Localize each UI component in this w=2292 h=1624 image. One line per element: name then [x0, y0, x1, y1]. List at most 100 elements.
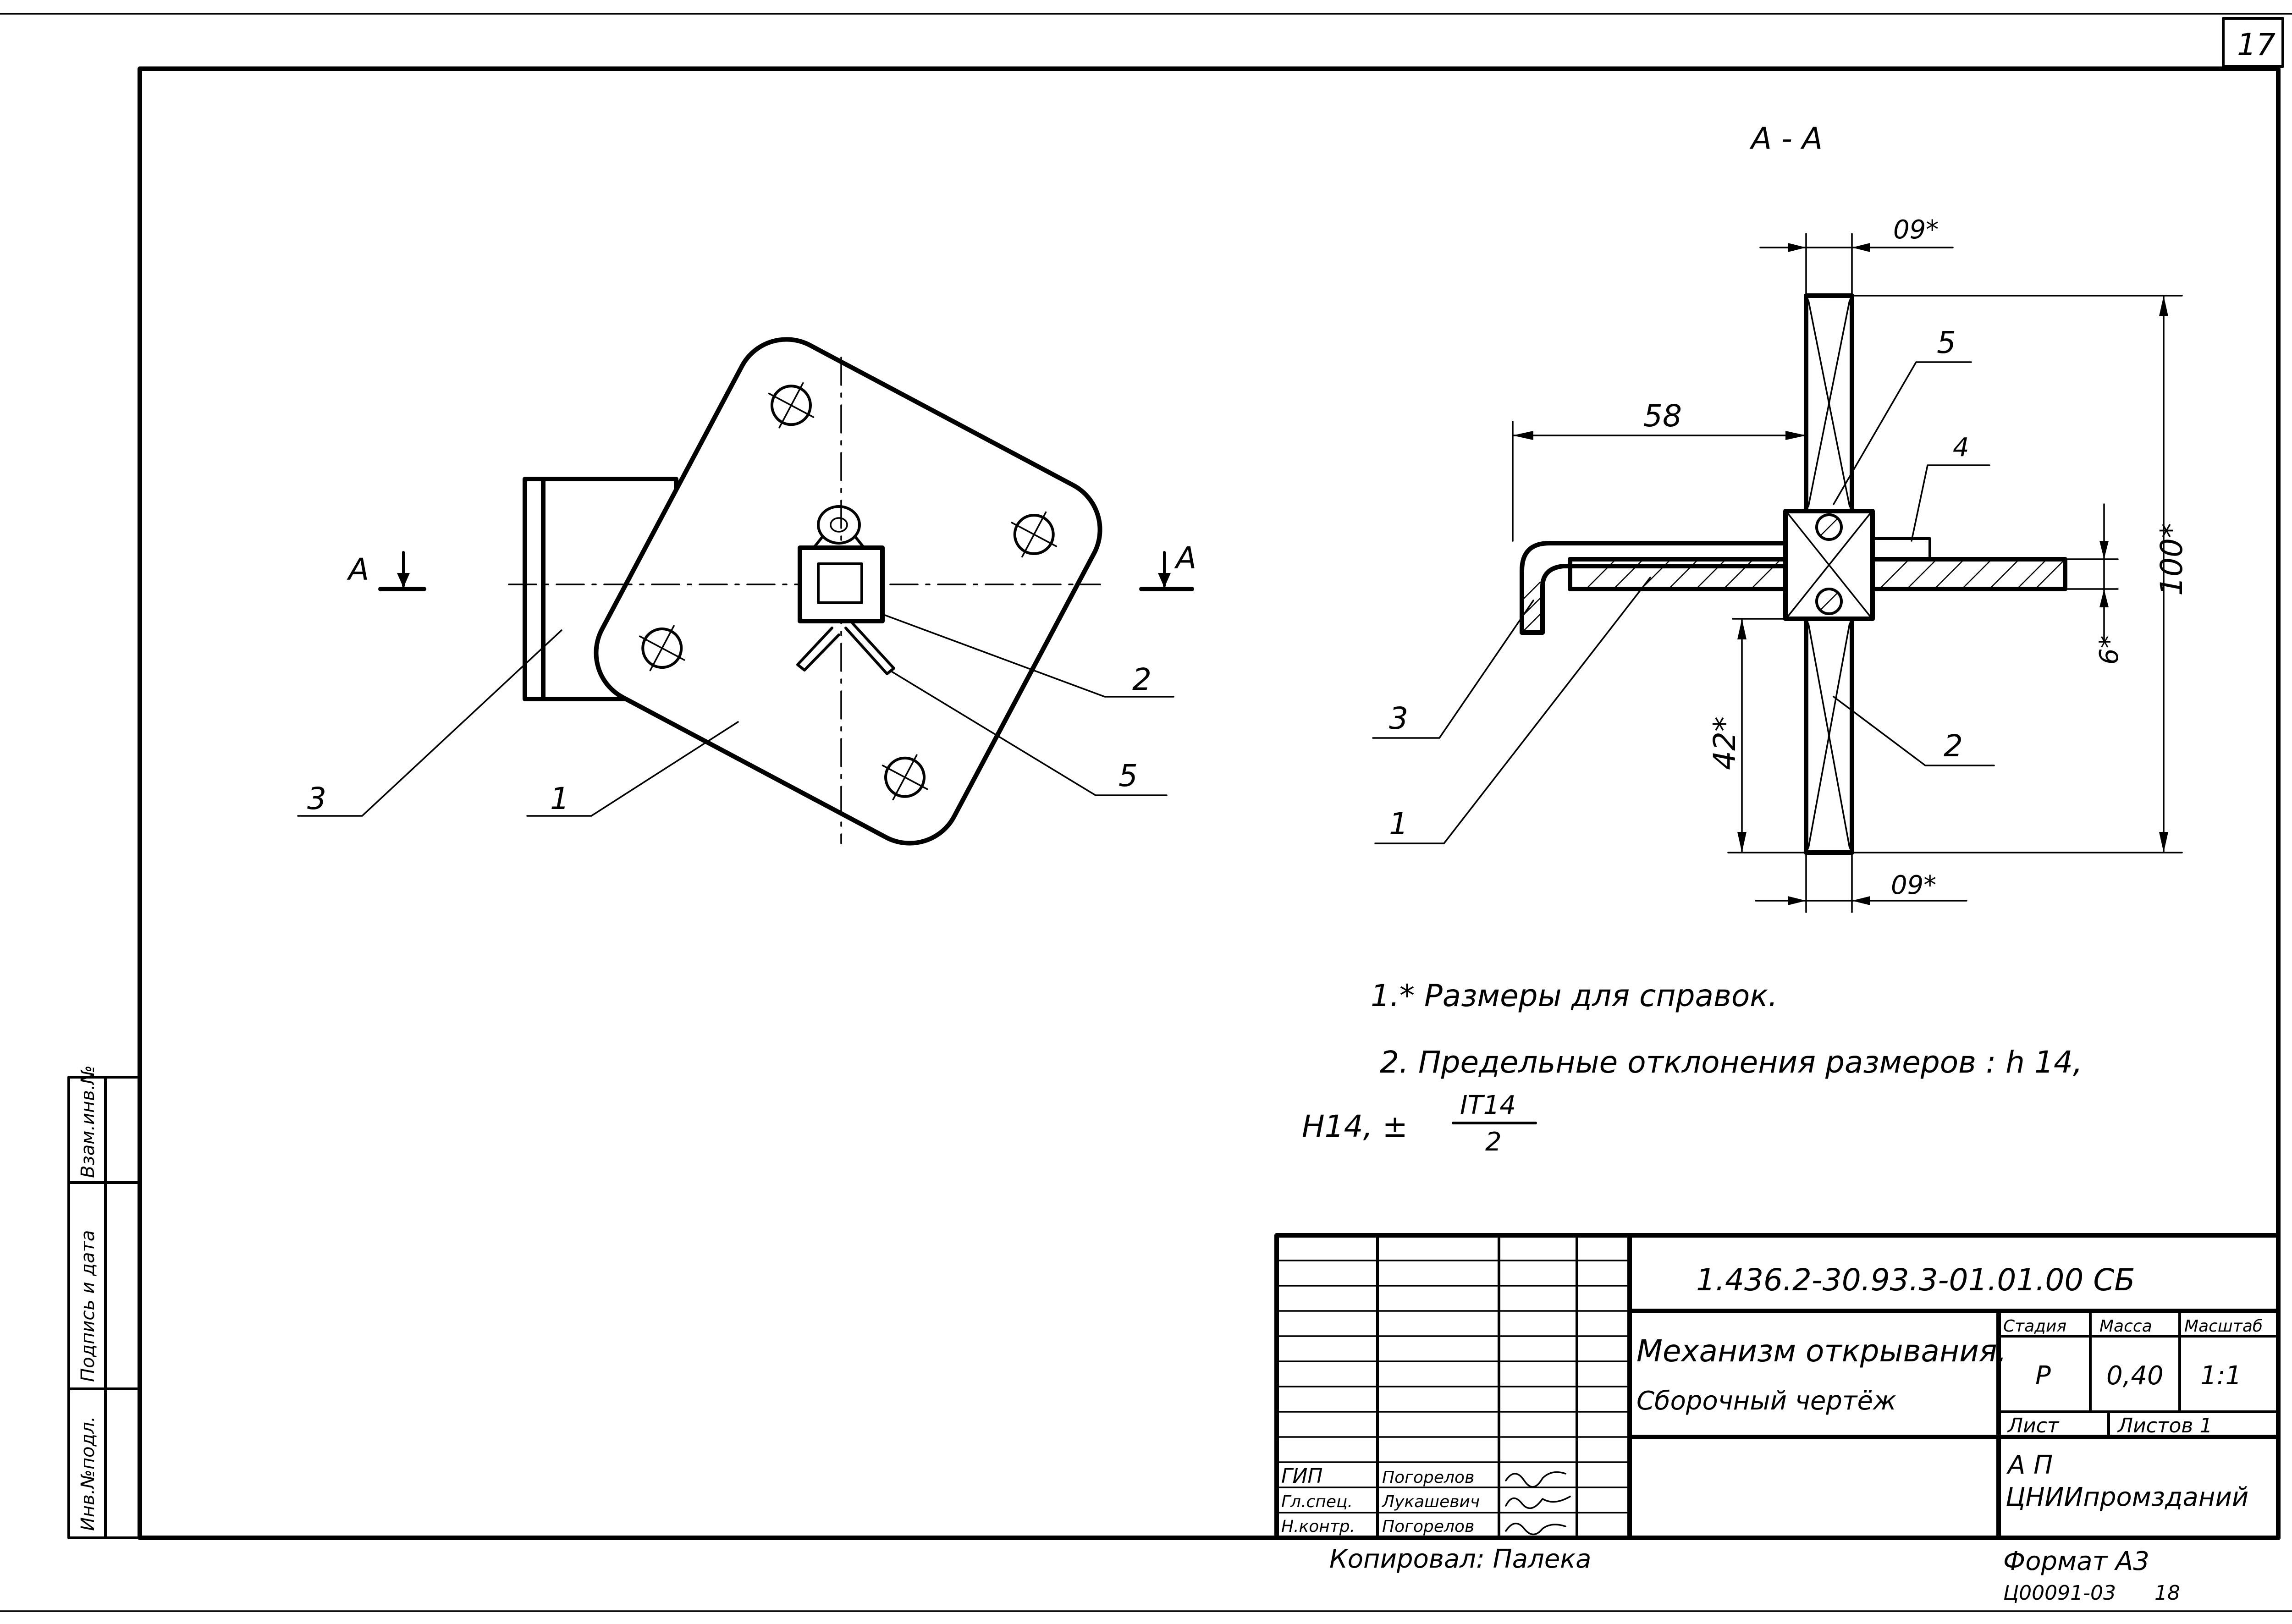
inventory-number: Ц00091-03	[2003, 1581, 2116, 1605]
tb-document-code: 1.436.2-30.93.3-01.01.00 СБ	[1696, 1262, 2135, 1298]
hole-axis-v	[1021, 511, 1047, 558]
tb-scale-header: Масштаб	[2184, 1317, 2263, 1336]
dim-arrow	[1852, 896, 1870, 905]
hatch-line	[2034, 561, 2064, 590]
notes: 1.* Размеры для справок. 2. Предельные о…	[1302, 978, 2083, 1157]
section-mark-left-label: А	[347, 552, 369, 587]
section-callout-3: 3	[1389, 701, 1408, 736]
dim-arrow	[1788, 896, 1806, 905]
plan-hole-right	[1011, 511, 1058, 558]
sheet-number-box	[2222, 17, 2284, 68]
bracket-top-edge	[1520, 541, 1806, 635]
plan-hole-bottom	[882, 754, 928, 801]
hole-axis-v	[778, 382, 804, 429]
note-1: 1.* Размеры для справок.	[1371, 978, 1778, 1013]
dim-bottom-width: 09*	[1891, 870, 1936, 900]
hatch-line	[1585, 558, 1617, 590]
bracket-hatch	[1523, 613, 1541, 631]
note-fraction-denominator: 2	[1485, 1127, 1502, 1157]
hatch-line	[1695, 558, 1727, 590]
leader-plan-2	[882, 613, 1174, 698]
dim-arrow	[2159, 296, 2168, 316]
note-fraction-numerator: IT14	[1460, 1090, 1516, 1120]
hatch-line	[1668, 558, 1699, 590]
leader-section-5	[1833, 361, 1972, 505]
hatch-line	[1750, 558, 1782, 590]
dim-offset: 58	[1643, 398, 1682, 434]
copied-by: Копировал: Палека	[1329, 1544, 1591, 1574]
plan-callout-1: 1	[550, 781, 569, 816]
plan-view: А А 3 1 2 5	[297, 337, 1196, 846]
section-callout-1: 1	[1389, 806, 1408, 842]
dim-arrow	[1513, 431, 1533, 440]
plan-pin-leg-right	[844, 622, 895, 675]
tb-sheets-label: Листов 1	[2117, 1414, 2212, 1437]
section-view: А - А	[1372, 121, 2189, 913]
tb-signature-3	[1505, 1523, 1566, 1536]
section-mark-right-label: А	[1174, 540, 1196, 576]
section-title: А - А	[1749, 121, 1823, 156]
drawing-frame	[138, 66, 2281, 1540]
dim-top-width: 09*	[1893, 215, 1939, 245]
plan-square-part2	[798, 545, 885, 623]
leader-plan-1	[526, 721, 739, 817]
tb-scale-value: 1:1	[2200, 1361, 2242, 1391]
tb-stage-header: Стадия	[2003, 1317, 2066, 1336]
dim-thickness: 6*	[2094, 635, 2124, 665]
bracket-hatch	[1523, 581, 1541, 599]
tb-name-2: Лукашевич	[1381, 1492, 1480, 1511]
hole-axis-v	[892, 754, 918, 801]
block-cross-2	[1787, 512, 1871, 617]
bar-upper-cross-2	[1807, 299, 1851, 507]
tb-signature-1	[1505, 1471, 1566, 1488]
dim-arrow	[1788, 243, 1806, 252]
leader-section-1	[1374, 577, 1651, 844]
hatch-line	[2016, 558, 2048, 590]
marker-arrow-head	[397, 573, 410, 588]
tb-mass-header: Масса	[2099, 1317, 2152, 1336]
dim-arrow	[1852, 243, 1870, 252]
note-2: 2. Предельные отклонения размеров : h 14…	[1380, 1045, 2083, 1080]
hatch-line	[1879, 558, 1910, 590]
page-index: 18	[2154, 1581, 2180, 1605]
leader-plan-5	[891, 671, 1168, 796]
tb-role-3: Н.контр.	[1281, 1517, 1355, 1536]
leader-section-2	[1833, 696, 1995, 766]
leader-plan-3	[297, 629, 562, 817]
bar-lower-cross-2	[1807, 622, 1851, 849]
tb-title-line-1: Механизм открывания.	[1636, 1333, 2007, 1369]
tb-org-line-1: А П	[2006, 1450, 2053, 1480]
plan-square-inner	[817, 562, 863, 604]
hole-axis-v	[649, 625, 675, 672]
plan-eye-leg-left	[812, 535, 824, 549]
plan-eye-ring-part5	[817, 505, 861, 545]
section-callout-4: 4	[1953, 433, 1969, 462]
hatch-line	[1613, 558, 1644, 590]
format-label: Формат А3	[2003, 1547, 2149, 1576]
section-callout-5: 5	[1937, 325, 1956, 360]
side-stamp-signature-date: Подпись и дата	[77, 1230, 99, 1382]
tb-mass-value: 0,40	[2106, 1361, 2164, 1391]
hole-bottom-hatch	[1820, 592, 1838, 611]
tb-name-1: Погорелов	[1382, 1468, 1474, 1487]
bracket-bottom-edge	[1540, 564, 1806, 635]
dim-height-total: 100*	[2154, 523, 2189, 596]
hatch-line	[1934, 558, 1965, 590]
tb-role-2: Гл.спец.	[1281, 1492, 1353, 1511]
bracket-hatch	[1523, 597, 1541, 615]
side-stamp-replacement: Взам.инв.№	[77, 1065, 99, 1178]
dim-arrow	[1737, 832, 1747, 853]
dim-arrow	[2099, 541, 2109, 559]
plan-callout-5: 5	[1118, 758, 1138, 793]
side-stamp-inv-number: Инв.№подл.	[77, 1416, 99, 1531]
hatch-line	[1906, 558, 1938, 590]
plan-eye-ring-hole	[830, 517, 848, 533]
tb-name-3: Погорелов	[1382, 1517, 1474, 1536]
plan-pin-leg-left	[796, 627, 840, 672]
dim-height-lower: 42*	[1707, 716, 1742, 770]
side-stamp: Инв.№подл. Подпись и дата Взам.инв.№	[67, 1065, 141, 1539]
plan-hole-top	[768, 382, 815, 429]
hatch-line	[1723, 558, 1754, 590]
plan-callout-3: 3	[307, 781, 326, 816]
